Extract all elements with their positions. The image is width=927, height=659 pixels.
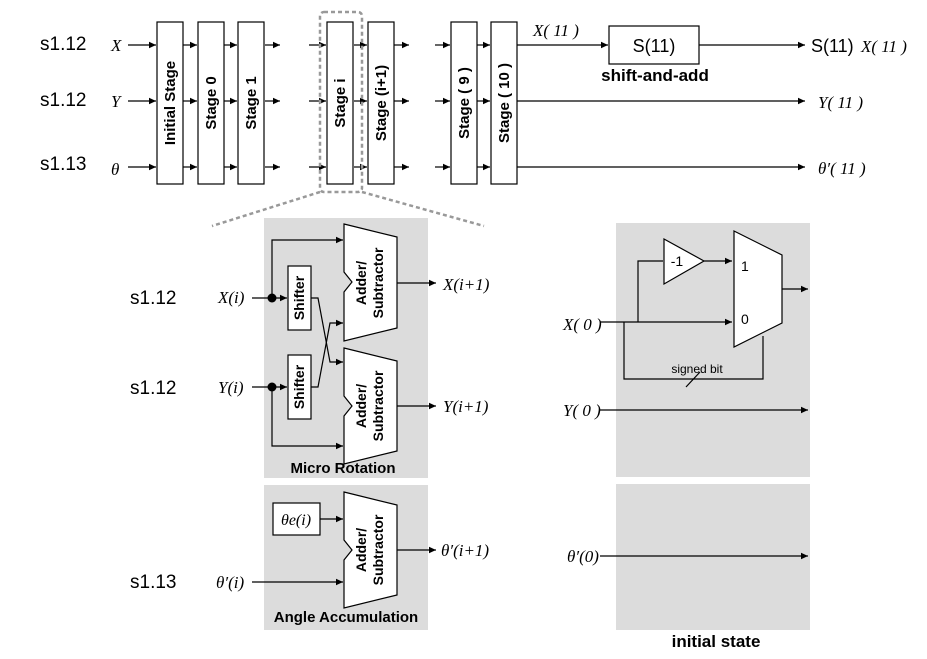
- angle-accumulation-title: Angle Accumulation: [274, 609, 418, 626]
- addsub-x-line2: Subtractor: [370, 247, 386, 318]
- input-y-label: Y: [111, 92, 122, 111]
- output-s11-label: S(11): [811, 36, 854, 56]
- micro-input-y: Y(i): [218, 378, 244, 397]
- stage-initial-label: Initial Stage: [162, 61, 179, 145]
- angle-format: s1.13: [130, 572, 176, 593]
- stage-i: Stage i: [326, 21, 354, 185]
- negate-block: -1: [663, 237, 706, 286]
- init-x0-label: X( 0 ): [562, 315, 602, 334]
- stage-10-label: Stage ( 10 ): [496, 63, 513, 143]
- addsub-y-line2: Subtractor: [370, 370, 386, 441]
- s11-box: S(11): [608, 25, 700, 65]
- micro-input-x: X(i): [217, 288, 245, 307]
- stage-i-plus-1: Stage (i+1): [367, 21, 395, 185]
- shifter-y-label: Shifter: [291, 364, 307, 409]
- addsub-y-line1: Adder/: [353, 384, 369, 428]
- s11-box-label: S(11): [633, 36, 676, 56]
- row-arrows: [128, 41, 490, 171]
- zoom-line-left: [211, 190, 321, 228]
- addsub-theta-line1: Adder/: [353, 528, 369, 572]
- shifter-x: Shifter: [287, 265, 312, 331]
- negate-label: -1: [671, 253, 684, 269]
- zoom-line-right: [361, 190, 485, 228]
- output-x11-label: X( 11 ): [860, 37, 907, 56]
- angle-accumulation: s1.13 θ′(i) θe(i) Adder/ Subtractor θ′(i…: [130, 485, 489, 630]
- shift-and-add-label: shift-and-add: [601, 66, 709, 85]
- adder-subtractor-theta: Adder/ Subtractor: [343, 491, 398, 609]
- addsub-theta-line2: Subtractor: [370, 514, 386, 585]
- mux: 1 0: [733, 230, 783, 348]
- output-theta11-label: θ′( 11 ): [818, 159, 866, 178]
- output-y11-label: Y( 11 ): [818, 93, 863, 112]
- mux-input-1-label: 1: [741, 258, 749, 274]
- angle-output: θ′(i+1): [441, 541, 489, 560]
- micro-format-x: s1.12: [130, 288, 176, 309]
- micro-rotation: s1.12 s1.12 X(i) Y(i) Shifter Shifter Ad…: [130, 218, 490, 478]
- stage-9-label: Stage ( 9 ): [456, 67, 473, 139]
- pipeline: s1.12 s1.12 s1.13 X Y θ: [40, 10, 907, 228]
- initial-state-title: initial state: [672, 632, 761, 651]
- stage-initial: Initial Stage: [156, 21, 184, 185]
- x11-label: X( 11 ): [532, 21, 579, 40]
- addsub-x-line1: Adder/: [353, 261, 369, 305]
- angle-input: θ′(i): [216, 573, 244, 592]
- stage-9: Stage ( 9 ): [450, 21, 478, 185]
- format-label-theta: s1.13: [40, 154, 86, 175]
- signed-bit-label: signed bit: [671, 362, 723, 376]
- format-label-y: s1.12: [40, 90, 86, 111]
- micro-format-y: s1.12: [130, 378, 176, 399]
- theta-e-box: θe(i): [272, 502, 321, 536]
- stage-0: Stage 0: [197, 21, 225, 185]
- adder-subtractor-x: Adder/ Subtractor: [343, 223, 398, 342]
- micro-output-x: X(i+1): [442, 275, 490, 294]
- stage-0-label: Stage 0: [203, 76, 220, 129]
- micro-output-y: Y(i+1): [443, 397, 489, 416]
- input-x-label: X: [110, 36, 122, 55]
- stage-i-highlight: [318, 10, 364, 194]
- mux-input-0-label: 0: [741, 311, 749, 327]
- format-label-x: s1.12: [40, 34, 86, 55]
- shifter-y: Shifter: [287, 354, 312, 420]
- stage-1-label: Stage 1: [243, 76, 260, 129]
- shifter-x-label: Shifter: [291, 275, 307, 320]
- micro-rotation-title: Micro Rotation: [291, 460, 396, 477]
- adder-subtractor-y: Adder/ Subtractor: [343, 347, 398, 465]
- init-theta0-label: θ′(0): [567, 547, 599, 566]
- init-y0-label: Y( 0 ): [563, 401, 601, 420]
- stage-1: Stage 1: [237, 21, 265, 185]
- initial-state: X( 0 ) Y( 0 ) θ′(0) -1 1 0 signed bit in…: [562, 223, 810, 651]
- input-theta-label: θ: [111, 160, 119, 179]
- stage-10: Stage ( 10 ): [490, 21, 518, 185]
- theta-e-label: θe(i): [281, 512, 311, 529]
- stage-i-label: Stage i: [332, 78, 349, 127]
- stage-i-plus-1-label: Stage (i+1): [373, 65, 390, 141]
- initial-state-panel-bottom: [616, 484, 810, 630]
